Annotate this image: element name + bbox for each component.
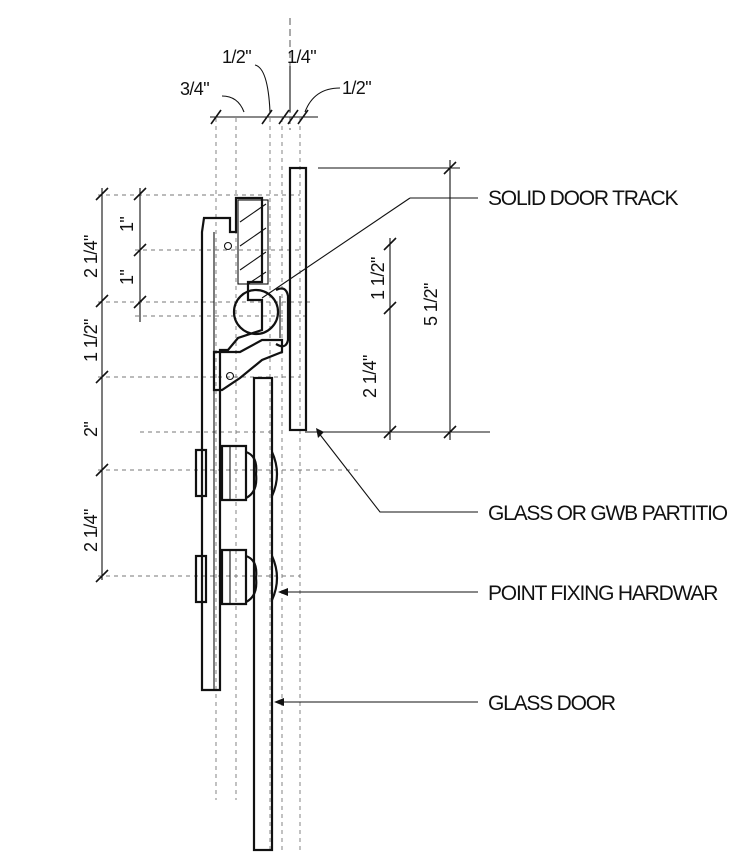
- dim-left-1-bottom: 1": [117, 270, 137, 285]
- track-roller: [232, 288, 280, 336]
- dim-half-left: 1/2": [222, 47, 251, 67]
- callout-glass-partition: GLASS OR GWB PARTITIO: [488, 502, 728, 525]
- horizontal-guides: [98, 194, 360, 577]
- dim-quarter: 1/4": [287, 47, 316, 67]
- dim-three-quarter: 3/4": [180, 79, 209, 99]
- door-track-assembly: [194, 166, 308, 852]
- callout-point-fixing: POINT FIXING HARDWAR: [488, 582, 718, 605]
- left-dimension-lines: [95, 187, 147, 583]
- point-fixing-upper: [194, 444, 279, 502]
- track-hatching: [239, 203, 267, 285]
- glass-door-panel: [252, 376, 274, 852]
- dim-left-1-top: 1": [117, 217, 137, 232]
- dim-right-1-1-2: 1 1/2": [368, 257, 388, 300]
- callout-leaders: [261, 197, 478, 706]
- dim-left-1-1-2: 1 1/2": [81, 319, 101, 362]
- dim-right-5-1-2: 5 1/2": [421, 283, 441, 326]
- point-fixing-lower: [194, 548, 279, 606]
- callout-glass-door: GLASS DOOR: [488, 692, 616, 715]
- vertical-guides: [215, 118, 301, 850]
- glass-partition-panel: [288, 166, 308, 432]
- dim-half-right: 1/2": [342, 78, 371, 98]
- dim-left-2: 2": [81, 422, 101, 437]
- dim-left-2-1-4-top: 2 1/4": [81, 235, 101, 278]
- top-dimension-line: [210, 64, 341, 125]
- callout-solid-door-track: SOLID DOOR TRACK: [488, 187, 678, 210]
- dim-right-2-1-4: 2 1/4": [360, 355, 380, 398]
- right-dimension-lines: [305, 160, 490, 440]
- dim-left-2-1-4-bottom: 2 1/4": [81, 509, 101, 552]
